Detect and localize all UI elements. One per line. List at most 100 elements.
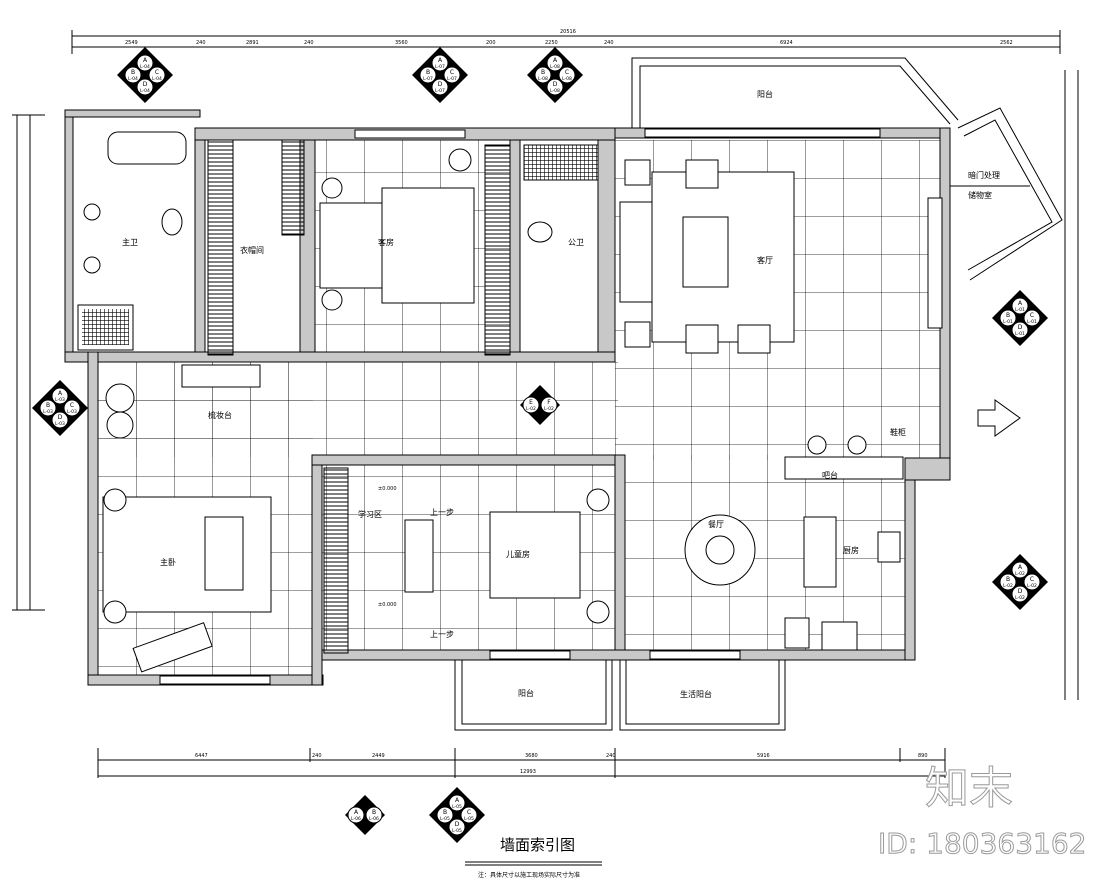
index-mark-circle — [448, 794, 466, 812]
index-mark-letter: C — [450, 69, 454, 76]
index-mark-circle — [347, 806, 365, 824]
label-guest-room: 客房 — [378, 237, 394, 247]
index-mark-circle — [448, 818, 466, 836]
index-mark-letter: D — [1018, 324, 1023, 331]
index-mark-circle — [999, 573, 1017, 591]
index-mark-circle — [460, 806, 478, 824]
index-mark-letter: C — [70, 402, 74, 409]
index-mark-circle — [540, 396, 558, 414]
index-mark-letter: A — [1018, 300, 1023, 307]
index-mark-circle — [51, 387, 69, 405]
dim-top: 240 — [604, 40, 614, 46]
index-mark-letter: A — [143, 57, 148, 64]
index-mark-letter: B — [131, 69, 135, 76]
index-mark-code: L-02 — [526, 406, 536, 412]
index-mark-code: L-07 — [423, 76, 433, 82]
index-mark-code: L-05 — [452, 828, 462, 834]
dim-top: 2562 — [1000, 40, 1013, 46]
index-mark-code: L-02 — [1003, 583, 1013, 589]
label-dresser: 梳妆台 — [208, 410, 232, 420]
index-mark-code: L-08 — [538, 76, 548, 82]
label-study: 学习区 — [358, 509, 382, 519]
label-step-up: 上一步 — [430, 508, 454, 517]
dim-top: 2549 — [125, 40, 138, 46]
index-mark-letter: A — [58, 390, 63, 397]
index-mark-circle — [1023, 573, 1041, 591]
label-storage: 储物室 — [968, 190, 992, 200]
index-mark-code: L-07 — [435, 88, 445, 94]
index-mark-circle — [999, 309, 1017, 327]
label-public-bath: 公卫 — [568, 238, 584, 247]
index-mark-letter: C — [565, 69, 569, 76]
bathtub — [107, 131, 187, 165]
index-mark-code: L-03 — [55, 421, 65, 427]
index-mark-circle — [436, 806, 454, 824]
index-mark-circle — [431, 54, 449, 72]
index-mark-letter: D — [143, 81, 148, 88]
index-mark-code: L-03 — [67, 409, 77, 415]
dim-top: 240 — [304, 40, 314, 46]
index-mark-letter: A — [354, 809, 359, 816]
index-mark-letter: D — [438, 81, 443, 88]
north-balcony — [631, 57, 1063, 281]
index-mark-letter: C — [1030, 576, 1034, 583]
bottom-dimension-line: 6447 240 2449 3680 240 5916 890 12993 — [97, 748, 946, 778]
left-dimension-line — [12, 70, 1079, 700]
index-mark-code: L-01 — [1015, 331, 1025, 337]
index-mark-code: L-01 — [1027, 319, 1037, 325]
dim-bottom: 240 — [312, 753, 322, 759]
label-south-balcony: 阳台 — [518, 688, 534, 698]
dim-top: 2891 — [246, 40, 259, 46]
wall-index-marks: AL-04BL-04CL-04DL-04AL-07BL-07CL-07DL-07… — [32, 47, 1048, 843]
index-mark-letter: A — [438, 57, 443, 64]
index-mark-circle — [1011, 585, 1029, 603]
index-mark-letter: B — [443, 809, 447, 816]
index-mark-circle — [1023, 309, 1041, 327]
furniture — [77, 131, 1021, 673]
index-mark-circle — [124, 66, 142, 84]
index-mark-circle — [136, 78, 154, 96]
index-mark-code: L-06 — [369, 816, 379, 822]
watermark-id: ID: 180363162 — [877, 827, 1087, 861]
index-mark-letter: B — [426, 69, 430, 76]
index-mark-circle — [443, 66, 461, 84]
dim-bottom: 2449 — [372, 753, 385, 759]
south-balconies — [454, 660, 786, 731]
index-mark-code: L-07 — [435, 64, 445, 70]
dim-top: 6924 — [780, 40, 793, 46]
index-mark-circle — [1011, 297, 1029, 315]
index-mark-code: L-02 — [544, 406, 554, 412]
index-mark-letter: B — [1006, 576, 1010, 583]
index-mark-letter: B — [46, 402, 50, 409]
index-mark-code: L-08 — [562, 76, 572, 82]
dim-bottom: 5916 — [757, 753, 770, 759]
label-bar: 吧台 — [822, 470, 838, 480]
dim-bottom: 240 — [606, 753, 616, 759]
index-mark-letter: C — [1030, 312, 1034, 319]
label-step-up: 上一步 — [430, 630, 454, 639]
index-mark-circle — [39, 399, 57, 417]
index-mark-letter: F — [547, 399, 551, 406]
entrance-arrow-icon — [977, 399, 1021, 437]
label-living-room: 客厅 — [757, 255, 773, 265]
index-mark-code: L-05 — [452, 804, 462, 810]
index-mark-code: L-08 — [550, 64, 560, 70]
index-mark-code: L-04 — [128, 76, 138, 82]
index-mark-code: L-01 — [1015, 307, 1025, 313]
room-labels: 主卫 衣帽间 客房 公卫 阳台 客厅 暗门处理 储物室 梳妆台 鞋柜 吧台 餐厅… — [122, 89, 1000, 699]
index-mark-circle — [558, 66, 576, 84]
index-mark-circle — [1011, 561, 1029, 579]
index-mark-letter: D — [455, 821, 460, 828]
index-mark-code: L-04 — [140, 64, 150, 70]
index-mark-code: L-08 — [550, 88, 560, 94]
label-kitchen: 厨房 — [843, 545, 859, 555]
label-master-bath: 主卫 — [122, 237, 138, 247]
index-mark-code: L-05 — [464, 816, 474, 822]
index-mark-code: L-03 — [43, 409, 53, 415]
index-mark-letter: A — [455, 797, 460, 804]
index-mark-code: L-04 — [140, 88, 150, 94]
